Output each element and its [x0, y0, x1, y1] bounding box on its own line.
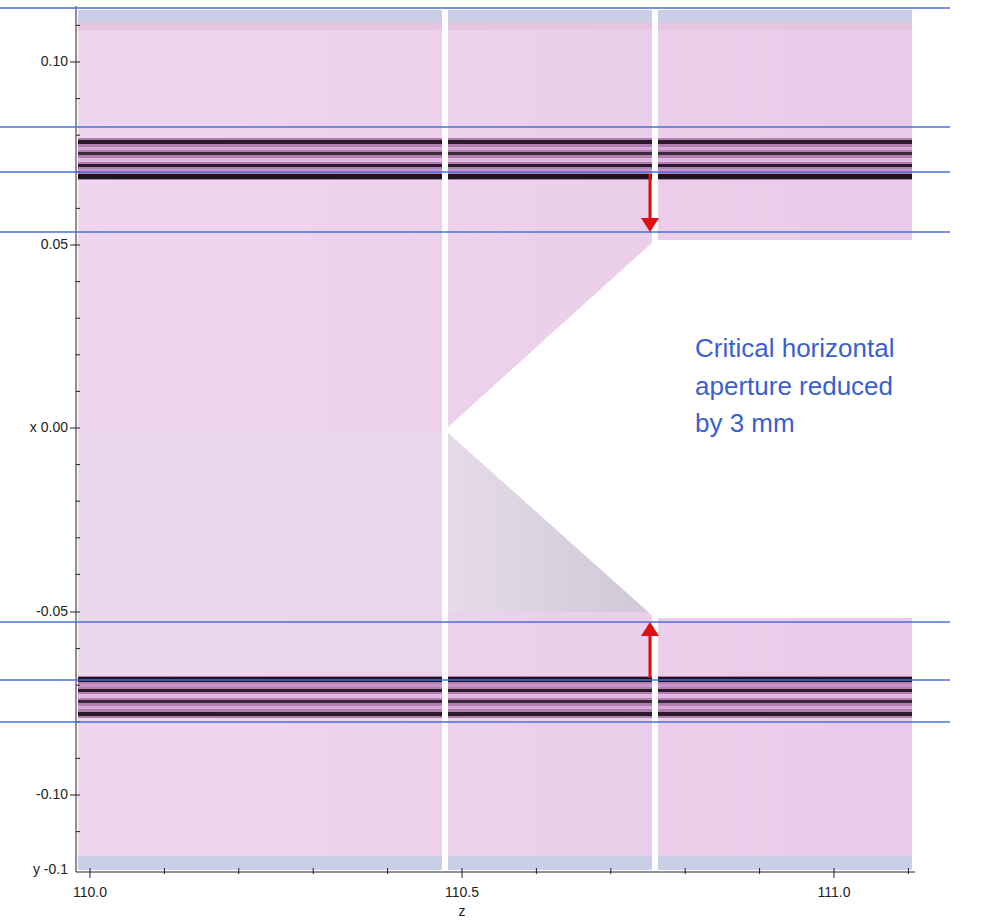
- reduction-arrow: [641, 174, 659, 678]
- axis-tick: 0.05: [41, 237, 68, 252]
- aperture-opening: [447, 240, 912, 618]
- outer-edge: [78, 10, 912, 22]
- axis-tick: 0.10: [41, 54, 68, 69]
- axis-tick: y -0.1: [33, 862, 68, 877]
- axis-tick: 111.0: [818, 885, 851, 900]
- pipe-shade: [78, 432, 447, 672]
- axis-title: z: [459, 904, 466, 919]
- axis-tick: -0.05: [36, 604, 68, 619]
- outer-edge: [78, 22, 912, 30]
- guide-line: [0, 8, 950, 722]
- coil-band: [78, 676, 912, 718]
- axis-tick: x 0.00: [30, 420, 68, 435]
- axis-tick: -0.10: [36, 787, 68, 802]
- axis-tick: 110.0: [73, 885, 107, 900]
- annotation-note: Critical horizontal aperture reduced by …: [695, 330, 910, 443]
- outer-edge: [78, 856, 912, 870]
- coil-band: [78, 138, 912, 180]
- segment-gap: [652, 10, 658, 870]
- segment-gap: [442, 10, 448, 870]
- axis-tick: 110.5: [445, 885, 479, 900]
- pipe-surface: [78, 10, 912, 870]
- axes: [70, 6, 915, 878]
